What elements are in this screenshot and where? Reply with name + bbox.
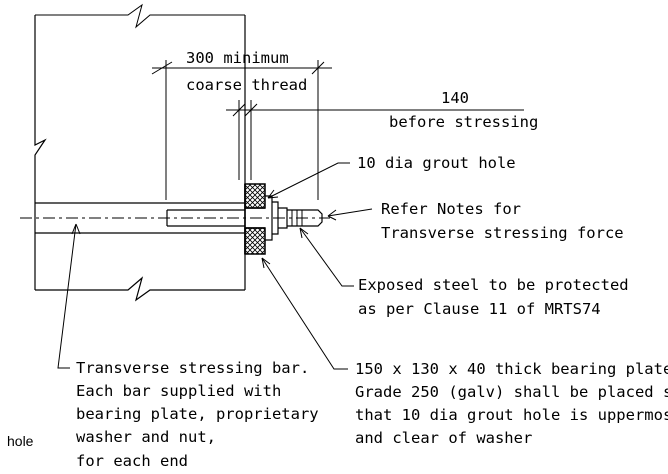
stray-label-hole: hole	[7, 433, 34, 449]
leader-lines	[57, 162, 373, 370]
dimension-stress-value: 140	[441, 89, 469, 107]
bearing-plate	[244, 183, 266, 255]
dimension-stress-description: before stressing	[389, 113, 538, 131]
note-grout-hole: 10 dia grout hole	[357, 154, 516, 172]
note-bearing-plate-line-3: that 10 dia grout hole is uppermost	[355, 406, 668, 424]
dimension-thread-value: 300 minimum	[186, 49, 289, 67]
note-bearing-plate-line-4: and clear of washer	[355, 429, 532, 447]
note-bearing-plate-line-2: Grade 250 (galv) shall be placed so	[355, 383, 668, 401]
washer-and-nut	[265, 195, 323, 241]
note-refer-line-1: Refer Notes for	[381, 200, 521, 218]
note-stressing-bar-line-3: bearing plate, proprietary	[76, 405, 319, 423]
note-stressing-bar-line-1: Transverse stressing bar.	[76, 359, 309, 377]
note-stressing-bar-line-2: Each bar supplied with	[76, 382, 281, 400]
dimension-thread-length	[151, 60, 332, 200]
dimension-stress-extension	[226, 100, 524, 180]
note-stressing-bar-line-4: washer and nut,	[76, 428, 216, 446]
note-stressing-bar-line-5: for each end	[76, 452, 188, 470]
note-exposed-steel-line-2: as per Clause 11 of MRTS74	[358, 300, 601, 318]
dimension-thread-description: coarse thread	[186, 76, 307, 94]
note-exposed-steel-line-1: Exposed steel to be protected	[358, 276, 629, 294]
note-bearing-plate-line-1: 150 x 130 x 40 thick bearing plate	[355, 360, 668, 378]
note-refer-line-2: Transverse stressing force	[381, 224, 624, 242]
